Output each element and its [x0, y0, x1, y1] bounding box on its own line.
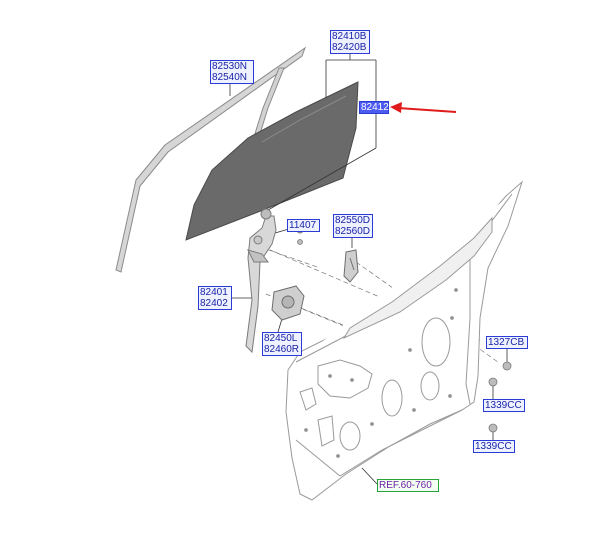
part-label-82410b[interactable]: 82410B 82420B	[330, 30, 370, 54]
part-number: 82420B	[332, 42, 367, 53]
part-number: 82560D	[335, 226, 371, 237]
glass-run-channel	[115, 46, 307, 273]
part-number: 82401	[200, 287, 228, 298]
part-label-82550d[interactable]: 82550D 82560D	[333, 214, 373, 238]
part-number: 1339CC	[475, 441, 512, 452]
reference-label[interactable]: REF.60-760	[377, 479, 439, 492]
part-number: 82530N	[212, 61, 248, 72]
part-number: 1327CB	[488, 337, 525, 348]
part-number: 11407	[289, 220, 317, 231]
plug-fasteners	[297, 239, 512, 433]
part-number: 82412	[361, 102, 389, 113]
door-glass	[185, 81, 359, 241]
part-number: 82450L	[264, 333, 298, 344]
highlight-arrow	[390, 102, 457, 113]
part-label-82401[interactable]: 82401 82402	[198, 286, 232, 310]
reference-text: REF.60-760	[379, 480, 432, 491]
window-regulator	[245, 208, 304, 354]
part-number: 82460R	[264, 344, 300, 355]
part-number: 82402	[200, 298, 228, 309]
part-number: 1339CC	[485, 400, 522, 411]
part-number: 82540N	[212, 72, 248, 83]
part-label-1327cb[interactable]: 1327CB	[486, 336, 528, 349]
part-label-82450l[interactable]: 82450L 82460R	[262, 332, 302, 356]
rear-channel-bracket	[343, 249, 359, 283]
door-inner-panel	[285, 180, 524, 501]
part-number: 82550D	[335, 215, 371, 226]
part-label-82530n[interactable]: 82530N 82540N	[210, 60, 254, 84]
part-label-1339cc-lower[interactable]: 1339CC	[473, 440, 515, 453]
part-label-11407[interactable]: 11407	[287, 219, 320, 232]
part-label-1339cc-upper[interactable]: 1339CC	[483, 399, 525, 412]
part-number: 82410B	[332, 31, 367, 42]
part-label-82412-highlighted[interactable]: 82412	[359, 101, 389, 114]
leader-lines	[229, 81, 508, 485]
regulator-motor	[271, 285, 305, 321]
